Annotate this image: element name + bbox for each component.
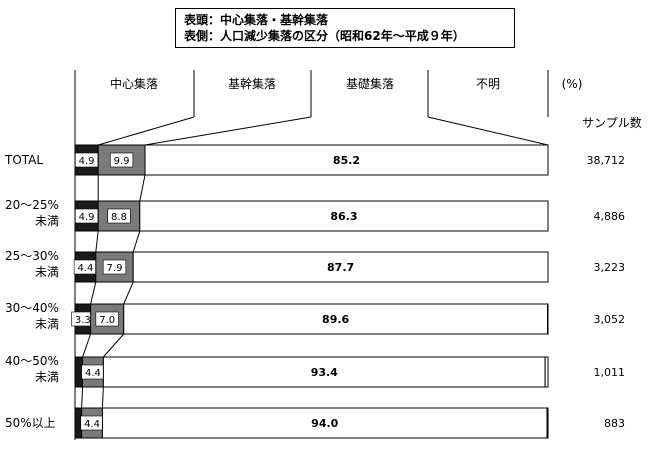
- connector-r2-b2: [132, 230, 141, 253]
- row-label-4-a: 30～40%: [5, 301, 59, 315]
- sample-header: サンプル数: [582, 115, 642, 130]
- data-label-r2-s3: 86.3: [330, 210, 357, 223]
- bracket-line-3: [427, 116, 549, 146]
- row-label-3-a: 25～30%: [5, 249, 59, 263]
- data-label-r4-s3: 89.6: [322, 313, 349, 326]
- bar-seg-r5-s4: [544, 356, 549, 388]
- sample-count-3: 3,223: [594, 261, 626, 274]
- header-category-2: 基幹集落: [228, 76, 276, 91]
- connector-r4-b1: [82, 333, 92, 358]
- connector-r3-b2: [123, 281, 134, 305]
- data-label-r5-s2: 4.4: [85, 368, 101, 379]
- row-label-4-b: 未満: [35, 317, 59, 331]
- sample-count-1: 38,712: [587, 154, 626, 167]
- title-line-1: 表頭：中心集落・基幹集落: [184, 13, 329, 27]
- data-label-box-r1-s2: [109, 152, 134, 168]
- header-category-1: 中心集落: [110, 76, 158, 91]
- bar-seg-r5-s3: [102, 356, 546, 388]
- row-label-3-b: 未満: [35, 265, 59, 279]
- bar-seg-r4-s3: [123, 303, 549, 335]
- row-label-5-b: 未満: [35, 370, 59, 384]
- bracket-line-2: [144, 116, 312, 146]
- connector-r2-b1: [95, 230, 99, 253]
- sample-count-2: 4,886: [594, 210, 626, 223]
- row-label-2-a: 20～25%: [5, 198, 59, 212]
- connector-r5-b2: [101, 386, 104, 409]
- connector-r4-b2: [103, 333, 125, 358]
- data-label-box-r4-s2: [95, 311, 119, 327]
- data-label-r3-s1: 4.4: [77, 263, 93, 274]
- bracket-line-1: [98, 116, 195, 146]
- sample-count-6: 883: [604, 417, 625, 430]
- row-label-6: 50%以上: [5, 416, 56, 430]
- data-label-box-r2-s2: [107, 208, 131, 224]
- sample-count-4: 3,052: [594, 313, 626, 326]
- bar-seg-r1-s3: [144, 144, 549, 176]
- data-label-r2-s1: 4.9: [79, 212, 95, 223]
- connector-r3-b1: [90, 281, 97, 305]
- connector-r5-b1: [81, 386, 84, 409]
- data-label-box-r3-s2: [102, 259, 127, 275]
- row-label-1: TOTAL: [4, 153, 43, 167]
- data-label-r4-s2: 7.0: [99, 315, 115, 326]
- bar-seg-r2-s3: [139, 200, 549, 232]
- data-label-r5-s3: 93.4: [311, 366, 338, 379]
- data-label-r2-s2: 8.8: [111, 212, 127, 223]
- title-line-2: 表側：人口減少集落の区分（昭和62年～平成９年）: [184, 29, 465, 43]
- bar-seg-r3-s3: [132, 251, 549, 283]
- data-label-r1-s3: 85.2: [333, 154, 360, 167]
- data-label-r6-s3: 94.0: [311, 417, 338, 430]
- data-label-r6-s2: 4.4: [84, 419, 100, 430]
- data-label-r4-s1: 3.3: [75, 315, 91, 326]
- header-category-3: 基礎集落: [346, 76, 394, 91]
- unit-label: (%): [562, 77, 583, 91]
- data-label-r1-s2: 9.9: [114, 156, 130, 167]
- data-label-r1-s1: 4.9: [79, 156, 95, 167]
- sample-count-5: 1,011: [594, 366, 626, 379]
- header-category-4: 不明: [476, 77, 500, 91]
- title-box: 表頭：中心集落・基幹集落 表側：人口減少集落の区分（昭和62年～平成９年）: [175, 8, 515, 48]
- bar-seg-r6-s4: [546, 407, 549, 439]
- row-label-2-b: 未満: [35, 214, 59, 228]
- row-label-5-a: 40～50%: [5, 354, 59, 368]
- data-label-r3-s2: 7.9: [107, 263, 123, 274]
- connector-r1-b2: [139, 174, 146, 202]
- data-label-r3-s3: 87.7: [327, 261, 354, 274]
